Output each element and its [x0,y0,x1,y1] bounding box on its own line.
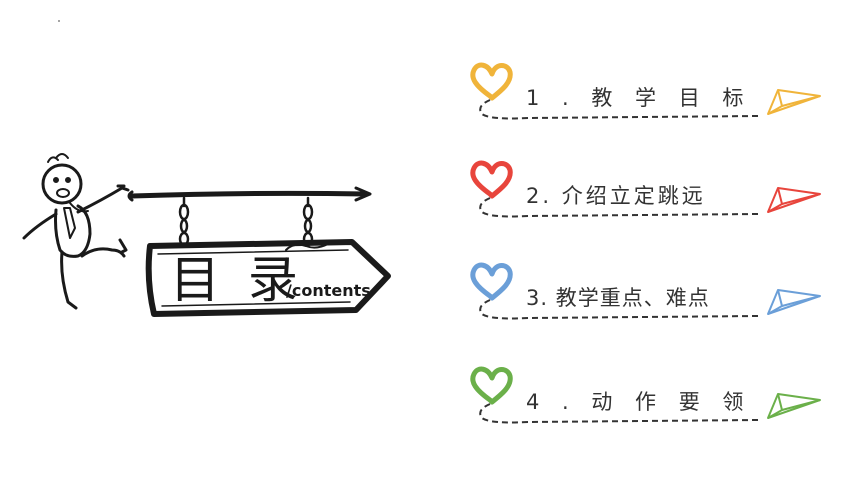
sign-title: 目 录 [170,251,304,309]
dashed-curve [479,197,759,218]
heart-icon [470,62,513,101]
toc-item-1[interactable]: 1 . 教 学 目 标 [468,62,828,132]
toc-item-label: 3. 教学重点、难点 [526,286,710,310]
heart-icon [470,160,513,199]
signboard [145,239,391,317]
heart-icon [470,366,513,405]
stick-figure-sign-illustration [22,153,391,317]
sign-chains [178,196,314,247]
stick-figure [22,153,130,310]
paper-plane-icon [767,393,821,419]
toc-item-4[interactable]: 4 . 动 作 要 领 [468,366,828,436]
dashed-curve [479,299,759,320]
decorative-dot [58,20,60,22]
toc-item-2[interactable]: 2. 介绍立定跳远 [468,160,828,230]
dashed-curve [479,99,759,120]
paper-plane-icon [767,187,821,213]
sign-subtitle: /contents [286,281,371,300]
paper-plane-icon [767,89,821,115]
heart-icon [470,262,513,301]
toc-item-label: 4 . 动 作 要 领 [526,390,752,414]
dashed-curve [479,403,759,424]
sign-rod [127,186,372,202]
toc-item-label: 2. 介绍立定跳远 [526,184,706,208]
toc-item-label: 1 . 教 学 目 标 [526,86,752,110]
paper-plane-icon [767,289,821,315]
toc-item-3[interactable]: 3. 教学重点、难点 [468,262,828,332]
